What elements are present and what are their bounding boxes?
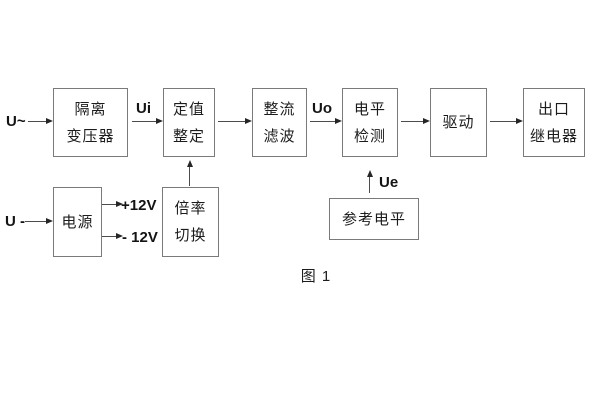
block-value-setting: 定值 整定 — [163, 88, 215, 157]
arrow-drive-to-relay — [490, 117, 523, 124]
block-label-line: 电源 — [61, 213, 94, 231]
label-plus-12v: +12V — [121, 197, 157, 214]
block-label-line: 倍率 — [174, 200, 207, 217]
block-label-line: 整流 — [263, 100, 296, 118]
arrow-ratio-to-setting — [187, 160, 194, 186]
label-ue: Ue — [379, 174, 399, 191]
block-label-line: 滤波 — [263, 127, 296, 145]
figure-caption: 图 1 — [300, 268, 332, 285]
block-label-line: 继电器 — [529, 127, 578, 145]
block-label-line: 定值 — [172, 100, 205, 118]
label-uo: Uo — [312, 100, 332, 117]
block-output-relay: 出口 继电器 — [523, 88, 585, 157]
block-drive: 驱动 — [430, 88, 487, 157]
label-dc-input-u: U - — [5, 213, 25, 230]
block-rectifier-filter: 整流 滤波 — [252, 88, 307, 157]
block-ratio-switching: 倍率 切换 — [162, 187, 219, 257]
block-label-line: 切换 — [174, 227, 207, 244]
block-power-supply: 电源 — [53, 187, 102, 257]
block-label-line: 检测 — [353, 127, 386, 145]
arrow-ac-input — [28, 117, 53, 124]
block-label-line: 参考电平 — [341, 210, 406, 228]
block-label-line: 出口 — [537, 100, 570, 118]
arrow-ui — [132, 117, 163, 124]
label-minus-12v: - 12V — [122, 229, 158, 246]
label-ac-input-u: U~ — [6, 113, 26, 130]
block-level-detection: 电平 检测 — [342, 88, 398, 157]
block-label-line: 变压器 — [66, 127, 115, 145]
arrow-minus-12v — [102, 232, 123, 239]
arrow-dc-input — [25, 217, 53, 224]
block-label-line: 整定 — [172, 127, 205, 145]
block-label-line: 驱动 — [442, 114, 475, 131]
arrow-detect-to-drive — [401, 117, 430, 124]
arrow-ue-reference-to-detect — [367, 170, 374, 193]
label-ui: Ui — [136, 100, 151, 117]
block-reference-level: 参考电平 — [329, 198, 419, 240]
arrow-setting-to-rectifier — [218, 117, 252, 124]
arrow-uo — [310, 117, 342, 124]
block-isolation-transformer: 隔离 变压器 — [53, 88, 128, 157]
block-label-line: 电平 — [353, 100, 386, 118]
arrow-plus-12v — [102, 200, 123, 207]
block-label-line: 隔离 — [74, 100, 107, 118]
